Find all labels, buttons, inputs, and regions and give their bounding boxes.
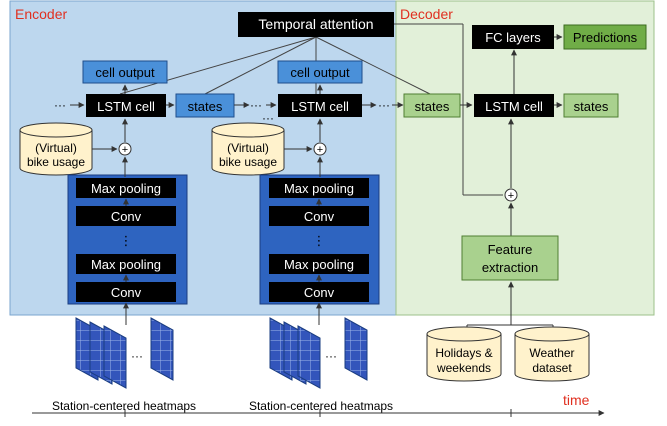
max-pooling-label: Max pooling (284, 181, 354, 196)
encoder-column-2: ··· ··· cell output LSTM cell ··· + (Vir… (211, 60, 404, 325)
ellipsis-middle: ··· (250, 98, 262, 112)
max-pooling-box (269, 254, 369, 274)
lstm-cell-label: LSTM cell (97, 99, 155, 114)
states-label: states (415, 99, 450, 114)
vertical-dots: ⋮ (313, 233, 326, 248)
weather-line2: dataset (532, 361, 572, 375)
decoder-label: Decoder (400, 6, 453, 22)
heatmap-ellipsis: ··· (325, 349, 337, 363)
holidays-line2: weekends (436, 361, 491, 375)
lstm-cell-box (86, 94, 166, 117)
predictions-label: Predictions (573, 30, 638, 45)
lstm-cell-box (474, 94, 554, 117)
states-box (563, 93, 619, 118)
states-label: states (188, 99, 223, 114)
ellipsis-lower: ··· (262, 111, 274, 125)
conv-label: Conv (111, 209, 142, 224)
conv-label: Conv (111, 285, 142, 300)
heatmap-tile (103, 325, 127, 389)
weather-line1: Weather (529, 346, 574, 360)
feature-extraction-line2: extraction (482, 260, 538, 275)
cell-output-box (277, 60, 363, 84)
virtual-usage-cylinder: (Virtual) bike usage (211, 122, 285, 176)
max-pooling-label: Max pooling (91, 181, 161, 196)
cell-output-label: cell output (290, 65, 350, 80)
sum-symbol: + (317, 144, 323, 156)
virtual-usage-line1: (Virtual) (35, 141, 77, 155)
max-pooling-box (269, 178, 369, 198)
sum-symbol: + (122, 144, 128, 156)
lstm-cell-label: LSTM cell (291, 99, 349, 114)
lstm-cell-box (278, 94, 362, 117)
virtual-usage-cylinder: (Virtual) bike usage (19, 122, 93, 176)
conv-box (269, 206, 369, 226)
holidays-line1: Holidays & (435, 346, 492, 360)
max-pooling-label: Max pooling (284, 257, 354, 272)
sum-node (313, 142, 327, 156)
max-pooling-box (76, 254, 176, 274)
states-label: states (574, 99, 609, 114)
virtual-usage-line2: bike usage (219, 155, 277, 169)
sum-symbol: + (508, 190, 514, 202)
decoder-column: states LSTM cell states FC layers Predic… (403, 24, 647, 334)
temporal-attention-label: Temporal attention (258, 16, 373, 32)
virtual-usage-line1: (Virtual) (227, 141, 269, 155)
temporal-attention-box (238, 12, 394, 37)
conv-box (76, 206, 176, 226)
conv-box (76, 282, 176, 302)
heatmap-stack-2: ··· (269, 317, 368, 389)
lstm-cell-label: LSTM cell (485, 99, 543, 114)
feature-extraction-box (461, 235, 559, 281)
fc-layers-label: FC layers (485, 30, 541, 45)
vertical-dots: ⋮ (120, 233, 133, 248)
sum-node (118, 142, 132, 156)
heatmap-tile (150, 317, 174, 381)
time-label: time (563, 392, 590, 408)
conv-box (269, 282, 369, 302)
heatmap-stack-1: ··· (75, 317, 174, 389)
feature-extraction-line1: Feature (488, 242, 533, 257)
holidays-cylinder: Holidays & weekends (426, 326, 502, 382)
ellipsis-right: ··· (378, 98, 390, 112)
max-pooling-label: Max pooling (91, 257, 161, 272)
conv-label: Conv (304, 285, 335, 300)
fc-layers-box (472, 25, 554, 49)
heatmap-tile (344, 317, 368, 381)
heatmaps-label: Station-centered heatmaps (52, 399, 196, 413)
conv-label: Conv (304, 209, 335, 224)
ellipsis-left: ··· (54, 98, 66, 112)
cell-output-label: cell output (95, 65, 155, 80)
virtual-usage-line2: bike usage (27, 155, 85, 169)
cell-output-box (82, 60, 168, 84)
heatmaps-label: Station-centered heatmaps (249, 399, 393, 413)
heatmap-ellipsis: ··· (131, 349, 143, 363)
heatmap-tile (297, 325, 321, 389)
predictions-box (563, 24, 647, 50)
sum-node (504, 188, 518, 202)
encoder-label: Encoder (15, 6, 67, 22)
encoder-column-1: cell output ··· LSTM cell states + (Virt… (19, 60, 250, 325)
weather-cylinder: Weather dataset (514, 326, 590, 382)
max-pooling-box (76, 178, 176, 198)
